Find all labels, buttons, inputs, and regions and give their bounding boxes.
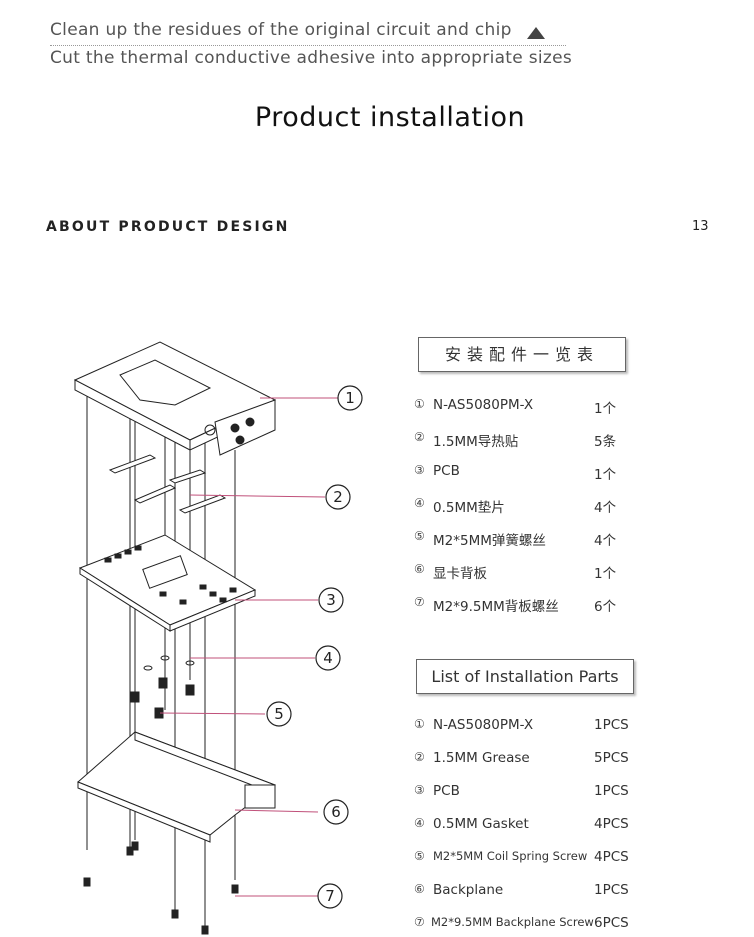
cn-parts-list-title: 安装配件一览表	[418, 337, 626, 372]
exploded-assembly-diagram: 1 2 3 4 5 6 7	[73, 341, 363, 935]
callout-2	[325, 484, 351, 510]
callout-label-4: 4	[323, 649, 333, 667]
callout-label-5: 5	[274, 705, 284, 723]
callout-label-1: 1	[345, 389, 355, 407]
en-parts-list-title: List of Installation Parts	[416, 659, 634, 694]
callout-3	[318, 587, 344, 613]
callout-1	[337, 385, 363, 411]
dotted-divider	[50, 45, 566, 46]
page-number: 13	[692, 219, 709, 234]
callout-label-6: 6	[331, 803, 341, 821]
callout-label-3: 3	[326, 591, 336, 609]
callout-7	[317, 883, 343, 909]
callout-5	[266, 701, 292, 727]
running-head: ABOUT PRODUCT DESIGN	[46, 219, 290, 235]
callout-4	[315, 645, 341, 671]
triangle-marker-icon	[527, 27, 545, 39]
instruction-line-1: Clean up the residues of the original ci…	[50, 20, 512, 40]
callout-label-2: 2	[333, 488, 343, 506]
callout-6	[323, 799, 349, 825]
instruction-line-2: Cut the thermal conductive adhesive into…	[50, 48, 573, 68]
section-title: Product installation	[254, 102, 526, 133]
callout-label-7: 7	[325, 887, 335, 905]
